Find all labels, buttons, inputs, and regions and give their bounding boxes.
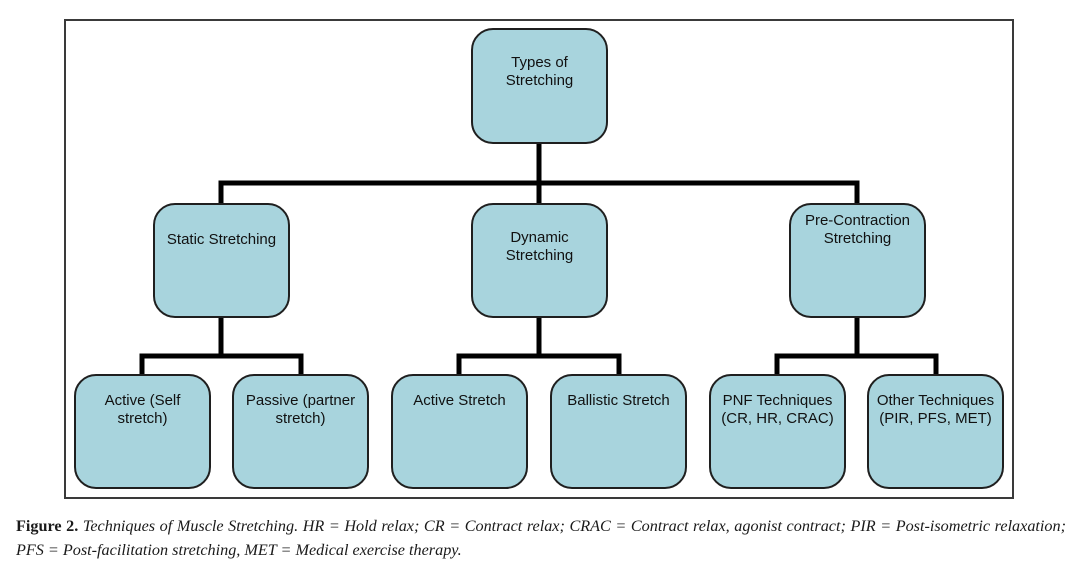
node-label-line: stretch)	[275, 410, 326, 427]
node-types-of-stretching: Types of Stretching	[471, 28, 608, 144]
node-label-line: Passive (partner	[245, 392, 356, 409]
node-active-self-stretch: Active (Self stretch)	[74, 374, 211, 489]
node-label-line: Static Stretching	[166, 231, 277, 248]
node-static-stretching: Static Stretching	[153, 203, 290, 318]
node-ballistic-stretch: Ballistic Stretch	[550, 374, 687, 489]
node-active-stretch: Active Stretch	[391, 374, 528, 489]
node-label-line: Ballistic Stretch	[567, 392, 670, 409]
node-label-line: Active Stretch	[413, 392, 506, 409]
node-label-line: Other Techniques	[876, 392, 995, 409]
node-label-line: PNF Techniques	[722, 392, 833, 409]
node-label-line: Types of	[511, 54, 568, 71]
node-other-techniques: Other Techniques (PIR, PFS, MET)	[867, 374, 1004, 489]
caption-text: Techniques of Muscle Stretching. HR = Ho…	[16, 517, 1067, 559]
figure-label: Figure 2.	[16, 517, 79, 535]
node-pre-contraction-stretching: Pre-Contraction Stretching	[789, 203, 926, 318]
node-label-line: Stretching	[823, 230, 892, 247]
node-pnf-techniques: PNF Techniques (CR, HR, CRAC)	[709, 374, 846, 489]
node-label-line: (CR, HR, CRAC)	[721, 410, 834, 427]
node-label-line: Dynamic	[510, 229, 569, 246]
node-label-line: Pre-Contraction	[804, 212, 911, 229]
node-label-line: Stretching	[505, 72, 574, 89]
node-label-line: Stretching	[505, 247, 574, 264]
node-passive-partner-stretch: Passive (partner stretch)	[232, 374, 369, 489]
figure-caption: Figure 2. Techniques of Muscle Stretchin…	[16, 514, 1066, 562]
node-label-line: stretch)	[117, 410, 168, 427]
node-label-line: Active (Self	[104, 392, 181, 409]
node-label-line: (PIR, PFS, MET)	[879, 410, 992, 427]
node-dynamic-stretching: Dynamic Stretching	[471, 203, 608, 318]
